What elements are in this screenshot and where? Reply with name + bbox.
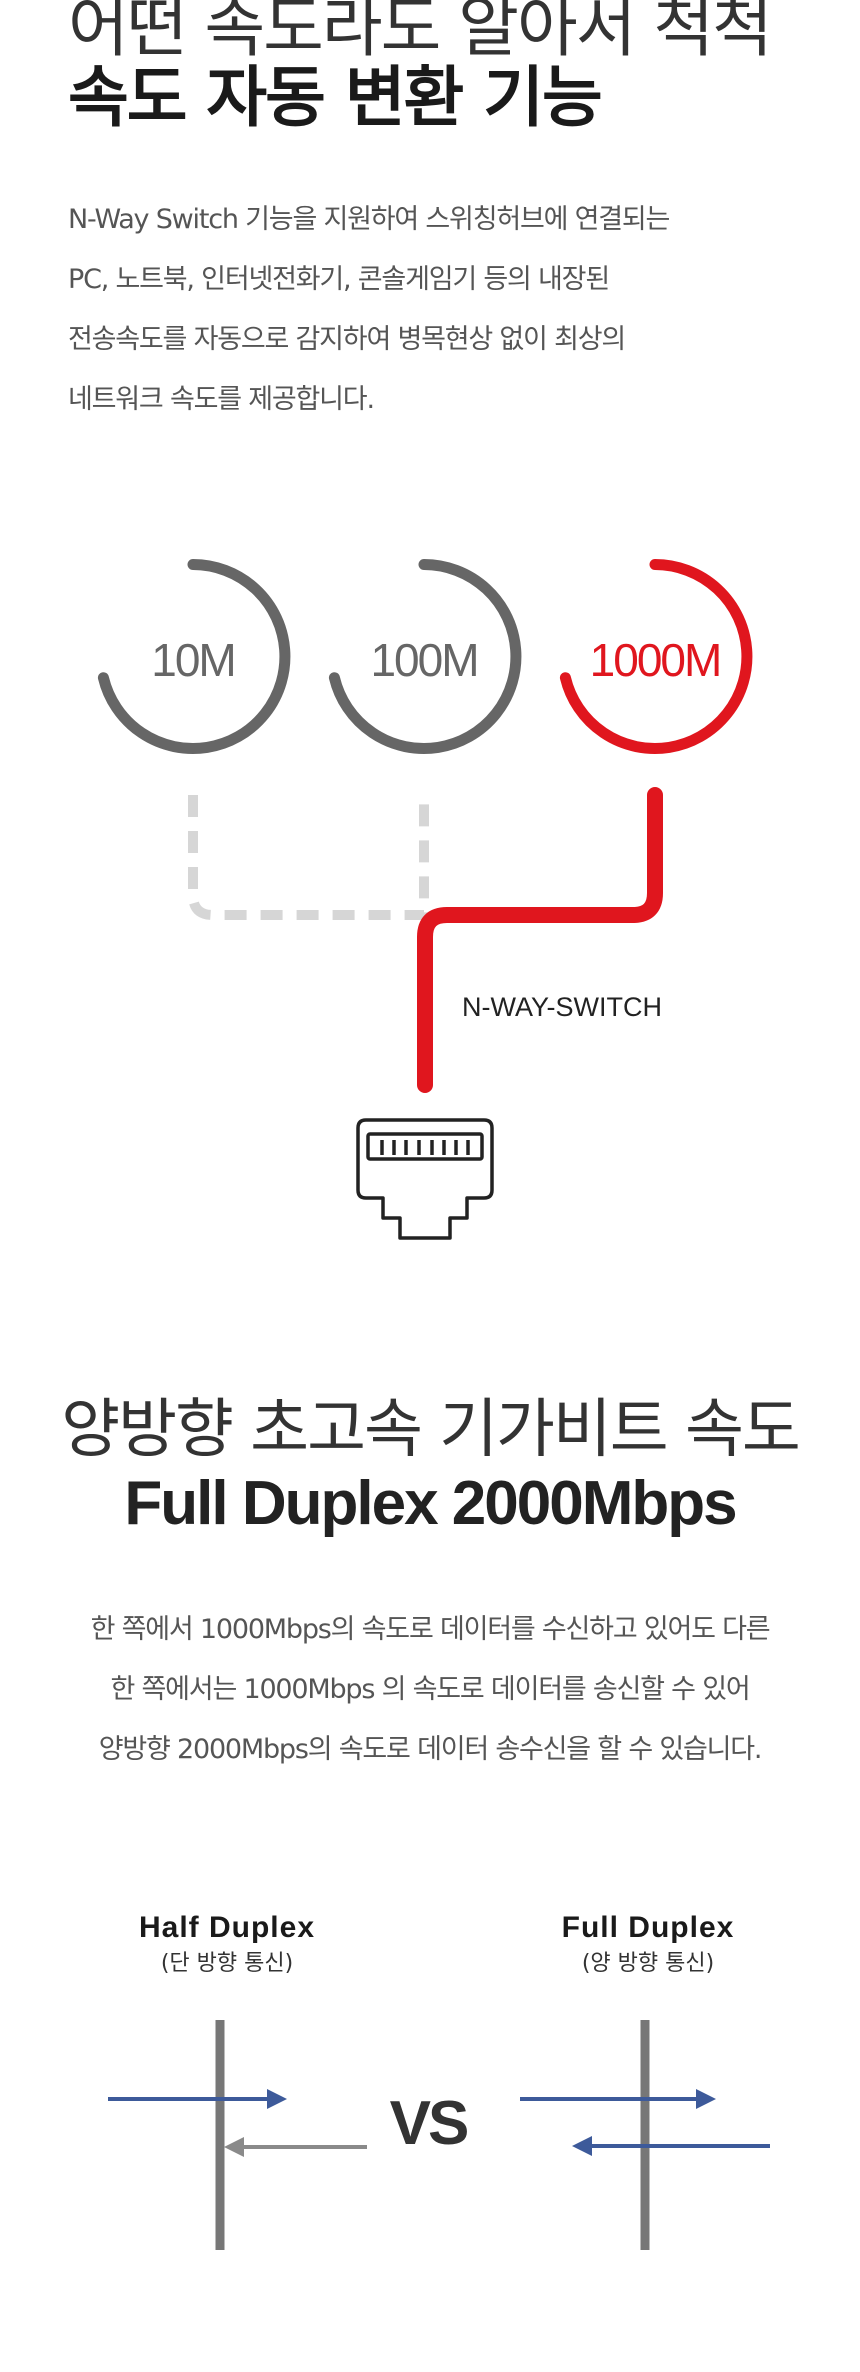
speed-label-10m: 10M [151,634,234,686]
full-duplex-subtitle: (양 방향 통신) [582,1951,714,1976]
section2-desc-line: 한 쪽에서 1000Mbps의 속도로 데이터를 수신하고 있어도 다른 [90,1614,771,1645]
ethernet-port-icon [356,1118,494,1240]
switch-label: N-WAY-SWITCH [462,992,662,1022]
section2-title-line2: Full Duplex 2000Mbps [124,1469,737,1538]
section1-desc-line: N-Way Switch 기능을 지원하여 스위칭허브에 연결되는 [68,204,670,235]
section1-title-line2: 속도 자동 변환 기능 [68,59,603,136]
speed-label-100m: 100M [370,634,477,686]
section2-description: 한 쪽에서 1000Mbps의 속도로 데이터를 수신하고 있어도 다른 한 쪽… [0,1600,860,1780]
section1-desc-line: 네트워크 속도를 제공합니다. [68,384,375,415]
section1-title-line1: 어떤 속도라도 알아서 척척 [68,0,773,66]
full-duplex-title: Full Duplex [562,1911,735,1944]
section1-desc-line: PC, 노트북, 인터넷전화기, 콘솔게임기 등의 내장된 [68,264,610,295]
half-duplex-title: Half Duplex [139,1911,315,1944]
section1-desc-line: 전송속도를 자동으로 감지하여 병목현상 없이 최상의 [68,324,626,355]
speed-gauge-icon [97,559,291,754]
speed-label-1000m: 1000M [590,634,721,686]
duplex-diagram: Half Duplex (단 방향 통신) Full Duplex (양 방향 … [108,1911,770,2250]
speed-gauge-icon [328,559,522,754]
section2-title-line1: 양방향 초고속 기가비트 속도 [61,1393,801,1467]
section2-desc-line: 한 쪽에서는 1000Mbps 의 속도로 데이터를 송신할 수 있어 [110,1674,751,1705]
speed-gauge-icon [559,559,753,754]
half-duplex-subtitle: (단 방향 통신) [161,1951,293,1976]
speed-diagram: 10M 100M 1000M N-WAY-SWITCH [97,559,753,1240]
inactive-connection-line [188,795,429,920]
vs-label: VS [390,2089,467,2158]
section1-description: N-Way Switch 기능을 지원하여 스위칭허브에 연결되는 PC, 노트… [68,190,670,430]
section2-desc-line: 양방향 2000Mbps의 속도로 데이터 송수신을 할 수 있습니다. [98,1734,763,1765]
active-connection-line [417,787,663,1093]
